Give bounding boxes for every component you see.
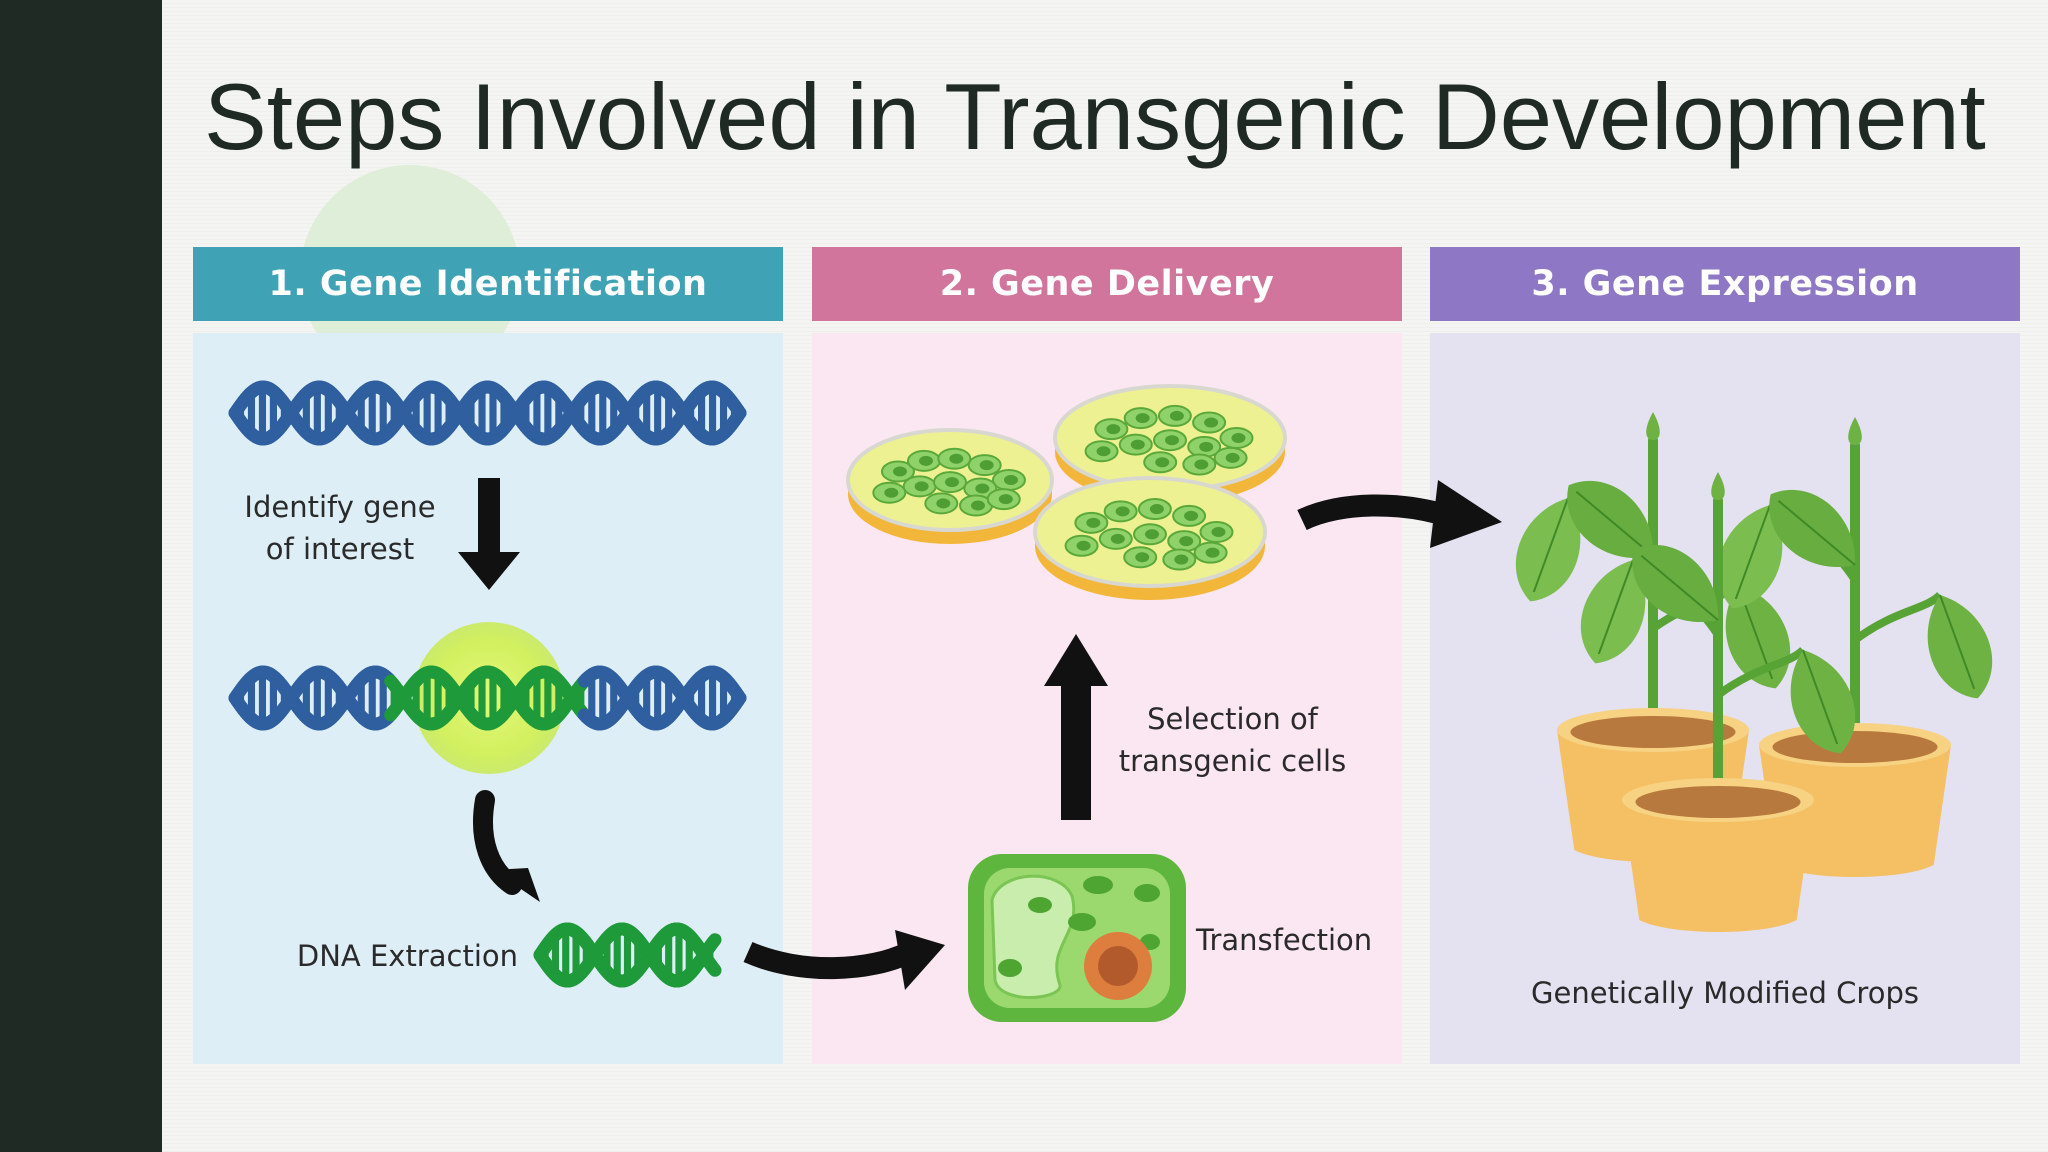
- curved-arrow-icon: [743, 930, 945, 990]
- panel-header: 2. Gene Delivery: [812, 247, 1402, 321]
- label-selection: Selection of transgenic cells: [1118, 702, 1347, 778]
- potted-plant-icon: [1717, 417, 1993, 877]
- dna-helix-icon: [228, 380, 747, 446]
- sidebar-stripe: [0, 0, 162, 1152]
- petri-dish-icon: [1033, 476, 1267, 600]
- dna-helix-icon: [228, 665, 747, 731]
- curved-arrow-icon: [1297, 480, 1502, 548]
- label-dna-extraction: DNA Extraction: [296, 939, 518, 973]
- label-gm-crops: Genetically Modified Crops: [1531, 976, 1919, 1010]
- curved-arrow-icon: [473, 790, 540, 902]
- label-transfection: Transfection: [1196, 923, 1373, 957]
- panel-header: 3. Gene Expression: [1430, 247, 2020, 321]
- panel-header: 1. Gene Identification: [193, 247, 783, 321]
- panel-gene-expression: 3. Gene Expression: [1430, 247, 2020, 1064]
- petri-dish-icon: [1053, 384, 1287, 504]
- down-arrow-icon: [458, 478, 520, 590]
- up-arrow-icon: [1044, 634, 1108, 820]
- label-identify-gene: Identify gene of interest: [244, 490, 436, 566]
- petri-dish-icon: [846, 428, 1054, 544]
- slide-title: Steps Involved in Transgenic Development: [204, 64, 1986, 169]
- potted-plant-icon: [1580, 472, 1856, 932]
- dna-helix-icon: [533, 922, 722, 988]
- panel-body: [1430, 333, 2020, 1064]
- gene-highlight: [413, 622, 565, 774]
- plant-cell-icon: [968, 854, 1186, 1022]
